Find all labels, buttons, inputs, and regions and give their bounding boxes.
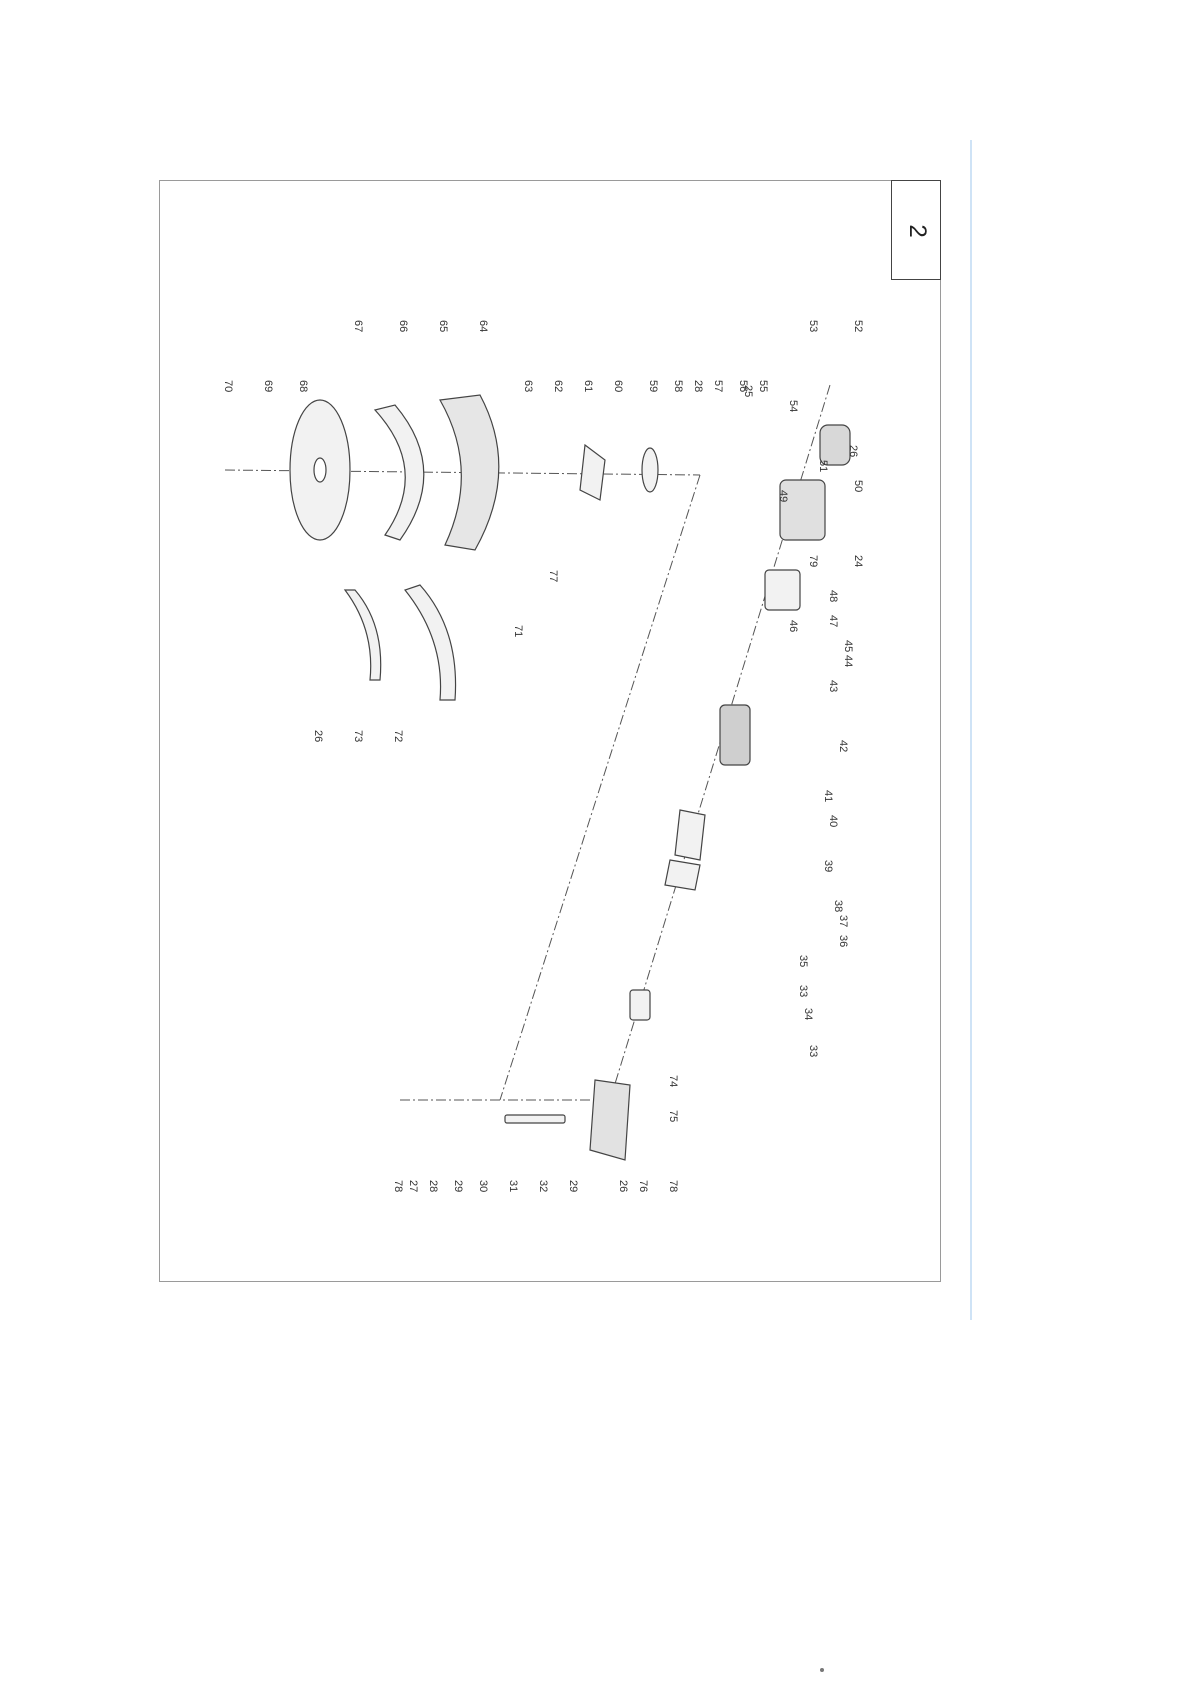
gear-plate-part <box>665 860 700 890</box>
part-number-label: 69 <box>262 380 274 392</box>
part-number-label: 65 <box>437 320 449 332</box>
part-number-label: 45 <box>842 640 854 652</box>
part-number-label: 53 <box>807 320 819 332</box>
part-number-label: 61 <box>582 380 594 392</box>
part-number-label: 27 <box>407 1180 419 1192</box>
armature-part <box>720 705 750 765</box>
part-number-label: 24 <box>852 555 864 567</box>
outer-flange-part <box>642 448 658 492</box>
guard-band-part <box>375 405 424 540</box>
part-number-label: 49 <box>777 490 789 502</box>
part-number-label: 71 <box>512 625 524 637</box>
handle-part <box>820 425 850 465</box>
spindle-part <box>505 1115 565 1123</box>
part-number-label: 48 <box>827 590 839 602</box>
part-number-label: 25 <box>742 385 754 397</box>
spiral-gear-part <box>630 990 650 1020</box>
part-number-label: 70 <box>222 380 234 392</box>
part-number-label: 37 <box>837 915 849 927</box>
part-number-label: 29 <box>452 1180 464 1192</box>
part-number-label: 74 <box>667 1075 679 1087</box>
part-number-label: 52 <box>852 320 864 332</box>
part-number-label: 78 <box>667 1180 679 1192</box>
part-number-label: 55 <box>757 380 769 392</box>
lower-guard-part <box>405 585 456 700</box>
part-number-label: 40 <box>827 815 839 827</box>
part-number-label: 28 <box>692 380 704 392</box>
part-number-label: 26 <box>617 1180 629 1192</box>
part-number-label: 36 <box>837 935 849 947</box>
part-number-label: 63 <box>522 380 534 392</box>
part-number-label: 77 <box>547 570 559 582</box>
part-number-label: 59 <box>647 380 659 392</box>
page-mark <box>820 1668 824 1672</box>
part-number-label: 46 <box>787 620 799 632</box>
part-number-label: 72 <box>392 730 404 742</box>
motor-housing-part <box>780 480 825 540</box>
part-number-label: 41 <box>822 790 834 802</box>
part-number-label: 38 <box>832 900 844 912</box>
inner-flange-part <box>580 445 605 500</box>
part-number-label: 43 <box>827 680 839 692</box>
part-number-label: 35 <box>797 955 809 967</box>
part-number-label: 78 <box>392 1180 404 1192</box>
part-number-label: 54 <box>787 400 799 412</box>
part-number-label: 29 <box>567 1180 579 1192</box>
part-number-label: 50 <box>852 480 864 492</box>
gear-housing-part <box>590 1080 630 1160</box>
blade-hub-part <box>314 458 326 482</box>
part-number-label: 26 <box>312 730 324 742</box>
part-number-label: 42 <box>837 740 849 752</box>
part-number-label: 31 <box>507 1180 519 1192</box>
part-number-label: 60 <box>612 380 624 392</box>
part-number-label: 67 <box>352 320 364 332</box>
part-number-label: 51 <box>817 460 829 472</box>
part-number-label: 44 <box>842 655 854 667</box>
diagonal-axis-line <box>500 475 700 1100</box>
part-number-label: 73 <box>352 730 364 742</box>
part-number-label: 64 <box>477 320 489 332</box>
part-number-label: 76 <box>637 1180 649 1192</box>
part-number-label: 57 <box>712 380 724 392</box>
part-number-label: 66 <box>397 320 409 332</box>
part-number-label: 33 <box>807 1045 819 1057</box>
brush-holder-part <box>765 570 800 610</box>
part-number-label: 58 <box>672 380 684 392</box>
part-number-label: 32 <box>537 1180 549 1192</box>
part-number-label: 68 <box>297 380 309 392</box>
part-number-label: 33 <box>797 985 809 997</box>
part-number-label: 47 <box>827 615 839 627</box>
part-number-label: 79 <box>807 555 819 567</box>
part-number-label: 39 <box>822 860 834 872</box>
part-number-label: 34 <box>802 1008 814 1020</box>
part-number-label: 62 <box>552 380 564 392</box>
part-number-label: 30 <box>477 1180 489 1192</box>
part-number-label: 26 <box>847 445 859 457</box>
guard-plate-part <box>345 590 381 680</box>
part-number-label: 28 <box>427 1180 439 1192</box>
baffle-plate-part <box>675 810 705 860</box>
part-number-label: 75 <box>667 1110 679 1122</box>
